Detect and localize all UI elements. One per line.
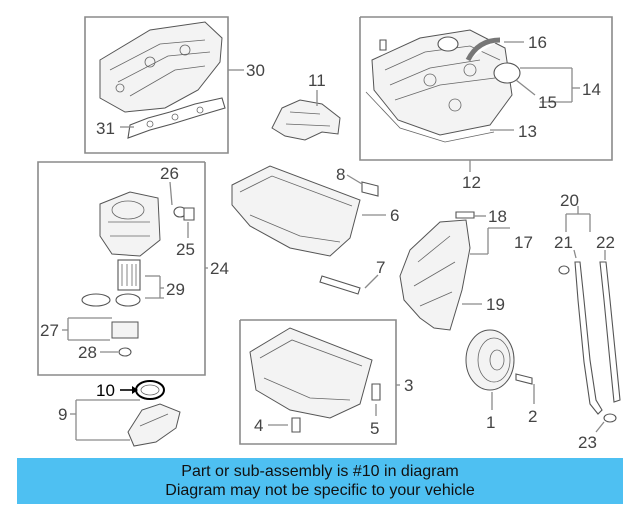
o-ring-27-part [81,293,111,307]
callout-15: 15 [538,93,557,112]
callout-20: 20 [560,191,579,210]
pickup-seal-part [135,380,165,400]
banner-line-part-number: Part or sub-assembly is #10 in diagram [181,463,459,480]
oil-cap-seal-part [437,36,459,52]
callout-12: 12 [462,173,481,192]
callout-6: 6 [390,206,399,225]
callout-22: 22 [596,233,615,252]
lower-oil-pan-part [249,327,373,419]
callout-16: 16 [528,33,547,52]
callout-24: 24 [210,259,229,278]
valve-cover-group: 16 14 15 13 12 [359,16,613,192]
pan-bolt-part [291,417,301,433]
group-box-30 [84,16,229,154]
callout-5: 5 [370,419,379,438]
drain-plug-28-part [118,347,132,357]
callout-4: 4 [254,416,263,435]
o-ring-29-part [115,293,141,307]
banner-line-disclaimer: Diagram may not be specific to your vehi… [165,482,475,499]
valve-cover-part [371,29,513,136]
callout-28: 28 [78,343,97,362]
callout-19: 19 [486,295,505,314]
timing-cover-seal-part [455,211,475,219]
callout-13: 13 [518,122,537,141]
callout-14: 14 [582,80,601,99]
callout-26: 26 [160,164,179,183]
oil-pickup-group: 10 9 [58,380,181,447]
group-box-3 [239,319,397,445]
dipstick-tube-part [574,261,603,415]
callout-27: 27 [40,321,59,340]
heat-shield-part [271,99,341,141]
manifold-gasket-part [127,97,226,139]
callout-29: 29 [166,280,185,299]
upper-oil-pan-part [231,165,361,257]
dipstick-group: 20 21 22 23 [554,191,621,452]
guide-o-ring-part [603,413,617,423]
oil-filter-element-part [117,259,141,291]
callout-11: 11 [308,71,326,90]
diagram-note-banner: Part or sub-assembly is #10 in diagram D… [17,458,623,504]
sensor-group: 8 [336,165,379,197]
filter-cap-part [111,321,139,339]
group-box-24 [37,161,206,376]
callout-31: 31 [96,119,115,138]
callout-10: 10 [96,381,115,400]
exploded-parts-diagram: 30 31 11 16 14 15 13 12 8 [37,16,621,452]
lower-oil-pan-group: 3 4 5 [239,319,413,445]
pcv-valve-part [493,62,521,84]
dipstick-seal-part [558,265,570,275]
callout-3: 3 [404,376,413,395]
drain-plug-part [371,383,381,401]
valve-cover-gasket-part [365,91,495,143]
intake-manifold-part [99,21,223,113]
crank-pulley-group: 1 2 [465,329,537,432]
upper-oil-pan-group: 6 [231,165,399,257]
timing-cover-group: 18 17 19 [399,207,533,331]
callout-18: 18 [488,207,507,226]
intake-manifold-group: 30 31 [84,16,265,154]
cover-bolt-part [379,39,387,51]
oil-filter-group: 26 25 24 29 27 28 [37,161,229,376]
group-box-12 [359,16,613,161]
pulley-bolt-part [515,373,533,385]
callout-21: 21 [554,233,573,252]
sealant-tube-part [319,275,361,295]
callout-2: 2 [528,407,537,426]
heat-shield-group: 11 [271,71,341,141]
breather-hose-part [465,37,501,62]
oil-filter-housing-part [99,191,161,257]
dipstick-part [599,261,621,403]
callout-25: 25 [176,240,195,259]
oil-pickup-tube-part [127,403,181,447]
check-valve-part [183,207,195,221]
callout-17: 17 [514,233,533,252]
callout-30: 30 [246,61,265,80]
oil-level-sensor-part [361,181,379,197]
callout-9: 9 [58,405,67,424]
timing-cover-part [399,219,471,331]
sealant-group: 7 [319,258,385,295]
callout-8: 8 [336,165,345,184]
callout-1: 1 [486,413,495,432]
callout-23: 23 [578,433,597,452]
callout-7: 7 [376,258,385,277]
